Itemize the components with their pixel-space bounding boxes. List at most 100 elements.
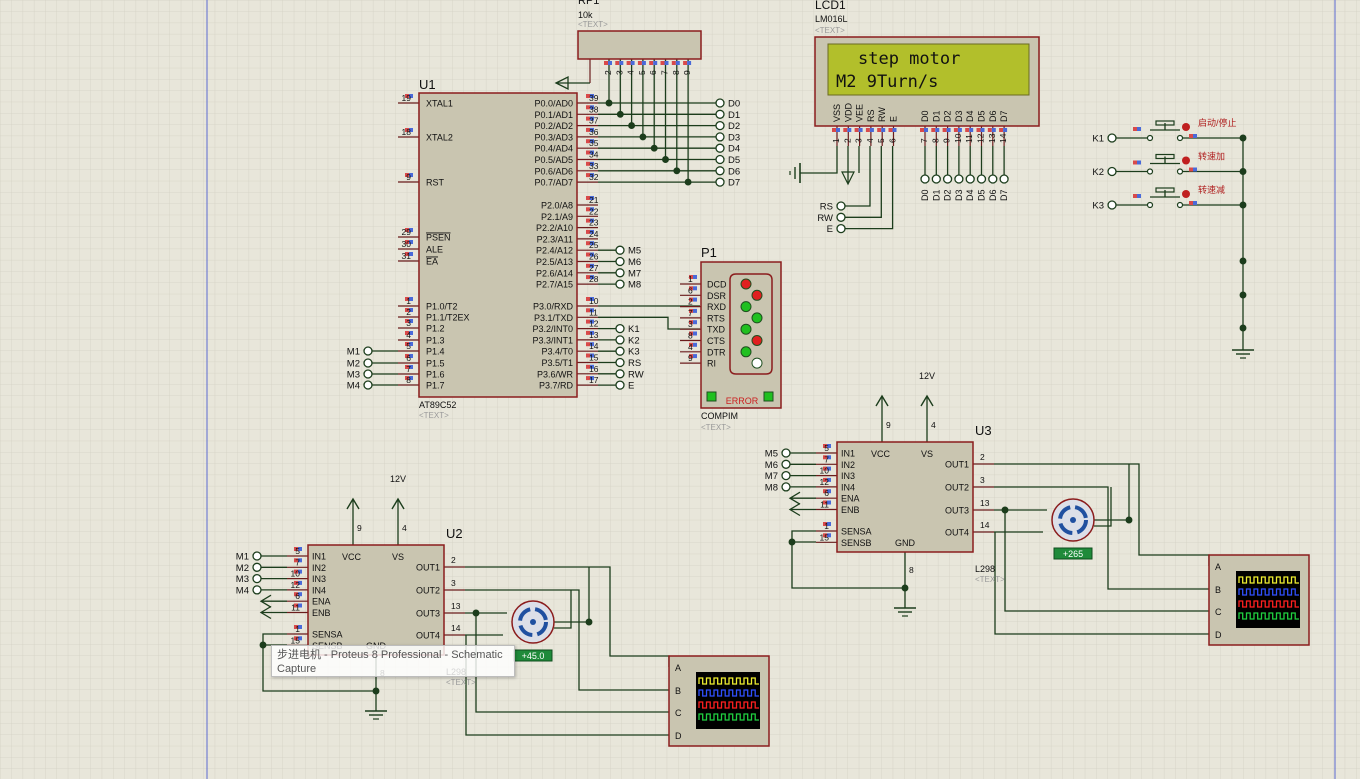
button-cap[interactable] [1155,120,1175,126]
button-indicator [1182,156,1190,165]
u3-chip-body[interactable] [836,441,974,553]
pin-state-marker [586,229,590,234]
p0-D5-terminal[interactable] [715,154,725,165]
p3-K3-label: K3 [628,347,640,358]
u1-pin-num: 7 [406,364,411,374]
u3-scope-channel-D: D [1215,630,1222,640]
pin-state-marker [991,128,996,132]
wire [994,532,1209,635]
button-K2-terminal[interactable] [1107,166,1117,177]
u1-chip-body[interactable] [418,92,578,398]
p0-D2-terminal[interactable] [715,120,725,131]
u1-pin-name: P1.1/T2EX [426,313,470,323]
u1-M4-terminal[interactable] [363,380,373,390]
p0-D6-terminal[interactable] [715,166,725,176]
u2-M4-terminal[interactable] [252,585,262,595]
pin-state-marker [693,331,697,336]
pin-state-marker [294,547,298,551]
p3-RW-terminal[interactable] [615,369,625,379]
lcd-pin-num: 1 [831,138,841,143]
u2-scope-trace [698,677,759,685]
button-K3-terminal[interactable] [1107,200,1117,210]
pin-state-marker [987,128,992,132]
u1-M1-terminal[interactable] [363,346,373,356]
button-K2-label: K2 [1092,167,1104,178]
p2-M5-terminal[interactable] [615,245,625,255]
compim-body[interactable] [700,261,782,409]
u2-M3-terminal[interactable] [252,573,262,584]
u2-chip-body[interactable] [307,544,445,656]
pin-state-marker [409,308,413,312]
pin-state-marker [590,263,594,268]
pin-state-marker [590,241,594,246]
junction-dot [372,687,380,695]
u1-pin-name: P1.5 [426,359,445,369]
lcd-pin-num: 13 [987,133,997,143]
db9-led [740,346,752,358]
u3-M5-terminal[interactable] [781,448,791,458]
u1-pin-num: 26 [589,252,599,262]
p0-D0-terminal[interactable] [715,98,725,108]
lcd-RW-terminal[interactable] [836,212,846,222]
u3-M7-terminal[interactable] [781,470,791,481]
u2-12v: 12V [390,474,406,484]
lcd-RS-terminal[interactable] [836,201,846,211]
lcd-data-label: D2 [943,189,953,201]
lcd-D4-terminal[interactable] [965,174,975,184]
p3-RS-terminal[interactable] [615,357,625,368]
p2-M6-terminal[interactable] [615,256,625,267]
compim-pin-num: 9 [688,353,693,363]
u2-M1-terminal[interactable] [252,551,262,561]
u1-pin-name: P0.0/AD0 [534,99,573,109]
lcd-E-terminal[interactable] [836,223,846,234]
lcd-D5-terminal[interactable] [976,174,987,184]
u1-M2-terminal[interactable] [363,358,373,368]
lcd-D3-terminal[interactable] [954,174,964,184]
rp1-body[interactable] [577,30,702,60]
p0-D1-terminal[interactable] [715,109,725,119]
lcd-D2-terminal[interactable] [942,174,953,184]
u1-pin-name: P1.4 [426,347,445,357]
p3-K2-terminal[interactable] [615,335,625,345]
p0-D4-terminal[interactable] [715,143,725,153]
wire [1004,510,1209,612]
lcd-pin-name: D4 [965,110,975,122]
u1-pin-name: RST [426,178,445,188]
p3-K3-terminal[interactable] [615,346,625,356]
button-cap[interactable] [1155,187,1175,193]
p0-D3-terminal[interactable] [715,132,725,142]
tooltip-line-2: Capture [277,663,317,675]
button-contact [1146,201,1154,209]
p3-K1-terminal[interactable] [615,323,625,334]
p3-E-terminal[interactable] [615,380,625,390]
pin-state-marker [957,128,962,132]
pin-state-marker [823,489,827,494]
lcd-D6-terminal[interactable] [988,174,998,184]
u1-M3-terminal[interactable] [363,369,373,379]
components: U1AT89C52<TEXT>19XTAL118XTAL29RST29PSEN3… [236,0,1310,747]
pin-state-marker [693,308,697,313]
lcd-D1-terminal[interactable] [931,174,941,184]
pin-state-marker [888,128,893,132]
u2-M4-label: M4 [236,585,249,596]
u3-scope-trace [1238,576,1299,584]
button-K1-terminal[interactable] [1107,133,1117,143]
pin-state-marker [586,207,590,212]
button-cap[interactable] [1155,153,1175,160]
pin-state-marker [832,128,836,132]
u2-M2-terminal[interactable] [252,562,262,572]
p2-M8-terminal[interactable] [615,279,625,289]
u3-pin-name: SENSB [841,538,872,548]
lcd-D7-terminal[interactable] [999,174,1009,184]
u3-M6-terminal[interactable] [781,459,791,469]
p0-D7-terminal[interactable] [715,177,725,187]
p2-M7-terminal[interactable] [615,268,625,278]
lcd-D0-terminal[interactable] [920,174,930,184]
u3-M8-terminal[interactable] [781,482,791,492]
u2-pin-num: 6 [295,591,300,601]
u2-vcc-label: VCC [342,552,362,562]
u2-pin-num: 13 [451,601,461,611]
u3-pin-name: IN4 [841,482,855,492]
u2-pin-name: OUT3 [416,609,440,619]
